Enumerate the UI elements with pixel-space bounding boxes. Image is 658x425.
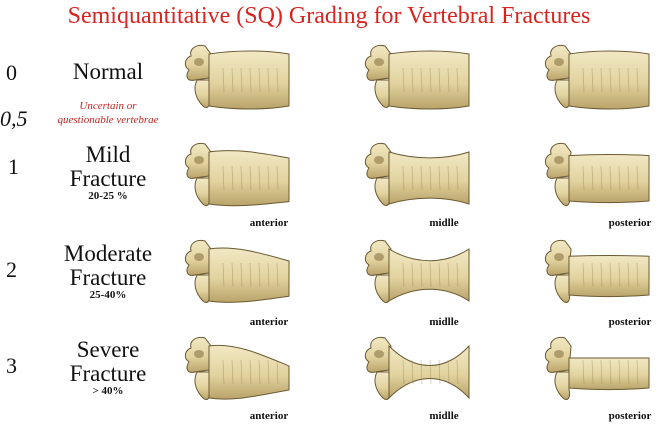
grade-1: 1 [8, 154, 19, 179]
vertebra-middle-biconcave-icon [355, 138, 473, 214]
caption-posterior-r1: posterior [608, 217, 652, 229]
label-mild-percent: 20-25 % [88, 190, 128, 203]
label-moderate: Moderate Fracture 25-40% [40, 241, 176, 302]
caption-posterior-r3: posterior [608, 410, 652, 422]
vertebra-normal-icon [355, 40, 473, 116]
label-normal-line: Normal [72, 59, 144, 84]
vertebra-anterior-wedge-icon [175, 332, 293, 408]
label-severe-line-2: Fracture [69, 361, 147, 387]
label-mild-line-1: Mild [85, 142, 131, 167]
vertebra-anterior-wedge-icon [175, 235, 293, 311]
label-severe-line-1: Severe [76, 337, 140, 362]
label-severe-percent: > 40% [92, 385, 124, 398]
vertebra-middle-biconcave-icon [355, 235, 473, 311]
grade-0: 0 [6, 60, 17, 85]
vertebra-anterior-wedge-icon [175, 138, 293, 214]
uncertain-note-line-1: Uncertain or [79, 100, 137, 112]
vertebra-normal-icon [175, 40, 293, 116]
caption-middle-r1: midlle [429, 217, 459, 229]
caption-middle-r2: midlle [429, 316, 459, 328]
label-moderate-line-1: Moderate [63, 241, 153, 266]
caption-middle-r3: midlle [429, 410, 459, 422]
uncertain-note-line-2: questionable vertebrae [57, 113, 159, 126]
label-mild-line-2: Fracture [69, 166, 147, 192]
vertebra-posterior-crush-icon [535, 332, 653, 408]
caption-posterior-r2: posterior [608, 316, 652, 328]
label-normal: Normal [40, 59, 176, 84]
grade-2: 2 [6, 257, 17, 282]
caption-anterior-r2: anterior [249, 316, 289, 328]
uncertain-note: Uncertain or questionable vertebrae [40, 100, 176, 128]
label-mild: Mild Fracture 20-25 % [40, 142, 176, 203]
vertebra-posterior-crush-icon [535, 138, 653, 214]
vertebra-normal-icon [535, 40, 653, 116]
grade-3: 3 [6, 353, 17, 378]
grade-0-5: 0,5 [0, 106, 28, 131]
vertebra-middle-biconcave-icon [355, 332, 473, 408]
label-severe: Severe Fracture > 40% [40, 337, 176, 398]
page-title: Semiquantitative (SQ) Grading for Verteb… [67, 3, 591, 29]
caption-anterior-r1: anterior [249, 217, 289, 229]
label-moderate-line-2: Fracture [69, 265, 147, 291]
vertebra-posterior-crush-icon [535, 235, 653, 311]
caption-anterior-r3: anterior [249, 410, 289, 422]
label-moderate-percent: 25-40% [89, 289, 127, 302]
